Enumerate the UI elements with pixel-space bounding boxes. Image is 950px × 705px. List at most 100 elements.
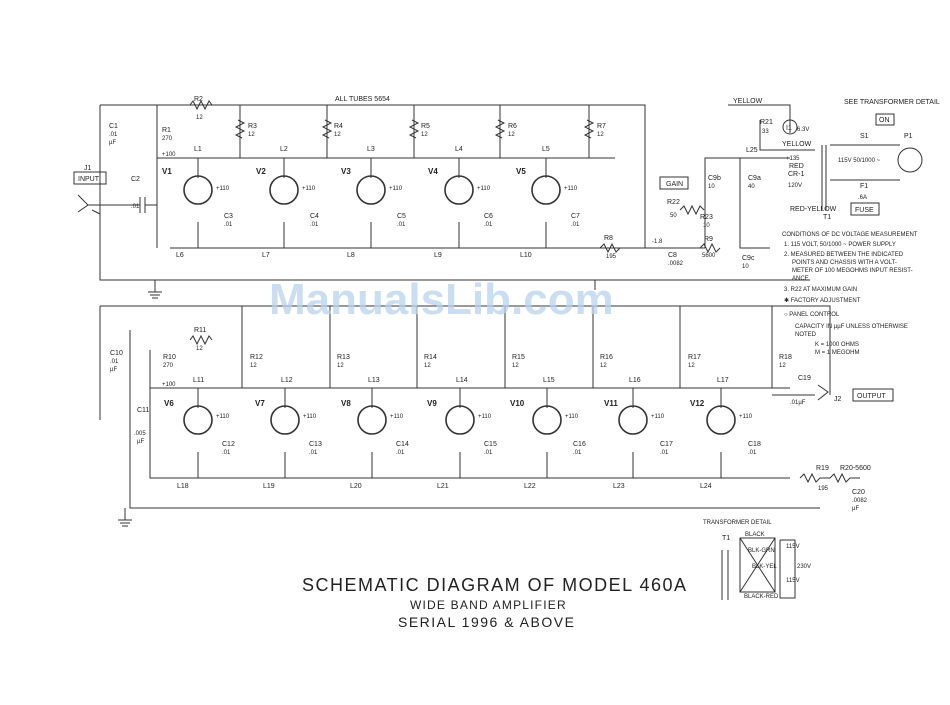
v1-plate-voltage: +110 <box>216 186 230 192</box>
v8-plate-voltage: +110 <box>390 414 404 420</box>
c1-unit: µF <box>109 140 116 146</box>
tube-v9 <box>445 405 475 435</box>
v-plus100-top: +100 <box>162 152 176 158</box>
plate-inductor-l16: L16 <box>629 377 641 384</box>
v3-plate-voltage: +110 <box>389 186 403 192</box>
title-line-1: SCHEMATIC DIAGRAM OF MODEL 460A <box>302 575 688 595</box>
plate-resistor-r6-value: 12 <box>508 132 515 138</box>
c11-value: .005 <box>134 431 146 437</box>
yellow-label-bottom: YELLOW <box>782 141 812 148</box>
r20-label: R20-5600 <box>840 465 871 472</box>
c11-unit: µF <box>137 439 144 445</box>
grid-inductor-l6: L6 <box>176 252 184 259</box>
stage-v3: R5 12 L3 V3 +110 C5 .01 L8 <box>341 105 430 259</box>
tube-v3 <box>356 175 386 205</box>
grid-inductor-l7: L7 <box>262 252 270 259</box>
tube-label-v12: V12 <box>690 399 705 408</box>
c10-label: C10 <box>110 350 123 357</box>
plate-inductor-l15: L15 <box>543 377 555 384</box>
i1-label: I1 <box>786 125 792 132</box>
tube-v8 <box>357 405 387 435</box>
plate-resistor-r12: R12 <box>250 354 263 361</box>
title-line-2: WIDE BAND AMPLIFIER <box>410 598 567 612</box>
stage-v11: R17 12 L16 V11 +110 C17 .01 L23 <box>604 306 701 490</box>
note-line-7: ✱ FACTORY ADJUSTMENT <box>784 297 861 304</box>
tube-label-v2: V2 <box>256 167 266 176</box>
tube-label-v3: V3 <box>341 167 351 176</box>
v9-plate-voltage: +110 <box>478 414 492 420</box>
stage-v12: R18 12 L17 V12 +110 C18 .01 L24 <box>690 306 792 490</box>
stage-v2: R4 12 L2 V2 +110 C4 .01 L7 <box>256 105 343 259</box>
transformer-detail-title: TRANSFORMER DETAIL <box>703 520 772 526</box>
top-wiring <box>99 104 810 299</box>
grid-inductor-l18: L18 <box>177 483 189 490</box>
plate-inductor-l14: L14 <box>456 377 468 384</box>
note-line-8: ○ PANEL CONTROL <box>784 312 840 318</box>
v5-plate-voltage: +110 <box>564 186 578 192</box>
plate-resistor-r18: R18 <box>779 354 792 361</box>
c8-value: .0082 <box>668 261 684 267</box>
r22-label: R22 <box>667 199 680 206</box>
v4-plate-voltage: +110 <box>477 186 491 192</box>
plate-resistor-r14: R14 <box>424 354 437 361</box>
bypass-cap-c12-value: .01 <box>222 450 231 456</box>
c9c-value: 10 <box>742 264 749 270</box>
t1-label: T1 <box>823 214 831 221</box>
note-line-5: ANCE <box>792 276 809 282</box>
grid-inductor-l19: L19 <box>263 483 275 490</box>
r11-value: 12 <box>196 346 203 352</box>
fuse-label-box <box>850 202 880 216</box>
r9-value: 5600 <box>702 253 716 259</box>
yellow-label-top: YELLOW <box>733 98 763 105</box>
f1-value: .6A <box>858 195 867 201</box>
pilot-lamp-i1 <box>782 119 798 135</box>
fuse-label: FUSE <box>855 207 874 214</box>
plate-inductor-l12: L12 <box>281 377 293 384</box>
plug-p1 <box>897 147 923 173</box>
f1-label: F1 <box>860 183 868 190</box>
c19-value: .01µF <box>790 400 806 406</box>
note-line-0: CONDITIONS OF DC VOLTAGE MEASUREMENT <box>782 232 918 238</box>
plate-resistor-r6: R6 <box>508 123 517 130</box>
c1-label: C1 <box>109 123 118 130</box>
tube-label-v10: V10 <box>510 399 525 408</box>
bypass-cap-c5: C5 <box>397 213 406 220</box>
c19-label: C19 <box>798 375 811 382</box>
plate-resistor-r7-value: 12 <box>597 132 604 138</box>
c9a-value: 40 <box>748 184 755 190</box>
tube-v10 <box>532 405 562 435</box>
bypass-cap-c15: C15 <box>484 441 497 448</box>
v-plus135: +135 <box>786 156 800 162</box>
grid-inductor-l22: L22 <box>524 483 536 490</box>
r2-value: 12 <box>196 115 203 121</box>
input-label: INPUT <box>78 176 100 183</box>
plate-inductor-l17: L17 <box>717 377 729 384</box>
tube-label-v6: V6 <box>164 399 174 408</box>
c9a-label: C9a <box>748 175 761 182</box>
l25-label: L25 <box>746 147 758 154</box>
on-label-box <box>875 113 895 126</box>
r19-value: 195 <box>818 486 829 492</box>
bypass-cap-c16: C16 <box>573 441 586 448</box>
plate-inductor-l2: L2 <box>280 146 288 153</box>
plate-resistor-r16-value: 12 <box>600 363 607 369</box>
stage-v1: R3 12 L1 V1 +110 C3 .01 L6 <box>162 105 257 259</box>
plate-resistor-r17: R17 <box>688 354 701 361</box>
plate-resistor-r3: R3 <box>248 123 257 130</box>
input-label-box <box>73 171 107 185</box>
r23-value: 10 <box>703 223 710 229</box>
bypass-cap-c13: C13 <box>309 441 322 448</box>
plate-inductor-l1: L1 <box>194 146 202 153</box>
r19-label: R19 <box>816 465 829 472</box>
tube-label-v7: V7 <box>255 399 265 408</box>
tube-v12 <box>706 405 736 435</box>
bypass-cap-c14-value: .01 <box>396 450 405 456</box>
note-line-3: POINTS AND CHASSIS WITH A VOLT- <box>792 260 897 266</box>
red-yellow-label: RED-YELLOW <box>790 206 837 213</box>
plate-inductor-l4: L4 <box>455 146 463 153</box>
grid-inductor-l23: L23 <box>613 483 625 490</box>
stage-v10: R16 12 L15 V10 +110 C16 .01 L22 <box>510 306 613 490</box>
c9c-label: C9c <box>742 255 755 262</box>
tube-v11 <box>618 405 648 435</box>
plate-resistor-r5: R5 <box>421 123 430 130</box>
